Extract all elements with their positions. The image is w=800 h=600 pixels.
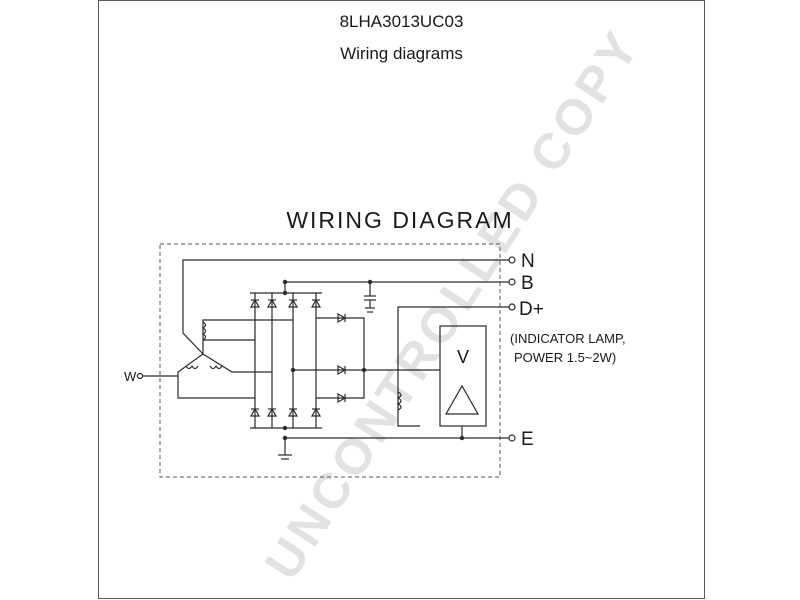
indicator-note-line2: POWER 1.5~2W) xyxy=(514,350,616,365)
page-frame xyxy=(98,0,705,599)
indicator-note-line1: (INDICATOR LAMP, xyxy=(510,331,626,346)
terminal-e: E xyxy=(521,429,534,450)
alternator-housing xyxy=(159,243,501,478)
terminal-b: B xyxy=(521,273,534,294)
junction-dots xyxy=(282,279,465,441)
terminal-n: N xyxy=(521,251,535,272)
regulator-label: V xyxy=(457,347,469,367)
part-number: 8LHA3013UC03 xyxy=(339,12,464,31)
diagram-title: WIRING DIAGRAM xyxy=(286,207,513,233)
page-subtitle: Wiring diagrams xyxy=(340,44,463,63)
terminal-d-plus: D+ xyxy=(519,299,544,320)
terminal-w: W xyxy=(124,369,137,384)
terminal-posts xyxy=(136,256,516,442)
